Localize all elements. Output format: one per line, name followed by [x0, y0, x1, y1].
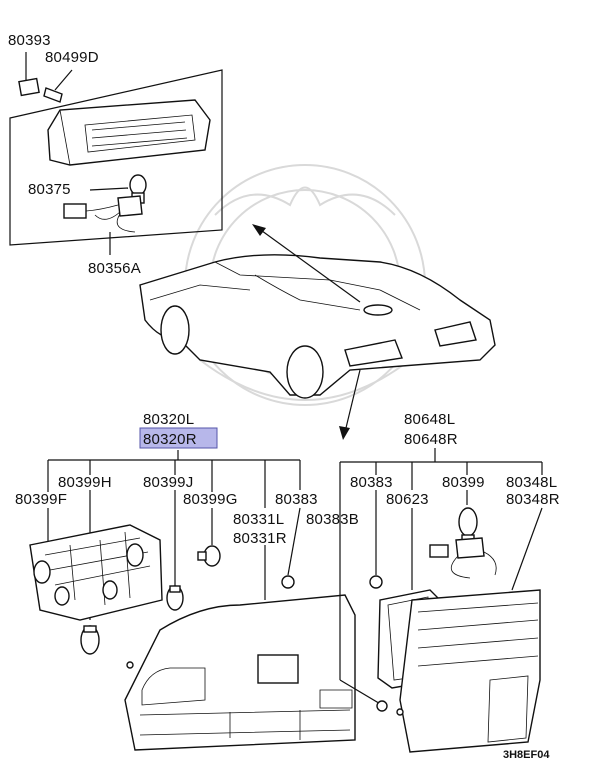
label-80356a: 80356A	[88, 260, 141, 277]
label-80331r: 80331R	[233, 530, 287, 547]
car-body	[139, 254, 496, 399]
label-80399g: 80399G	[183, 491, 238, 508]
label-80348l: 80348L	[506, 474, 557, 491]
label-80399f: 80399F	[15, 491, 67, 508]
left-bulbs	[80, 545, 295, 655]
stop-lamp-inset	[9, 52, 223, 255]
label-80383b: 80383B	[306, 511, 359, 528]
label-80399h: 80399H	[58, 474, 112, 491]
label-80375: 80375	[28, 181, 71, 198]
left-lamp-socket-board	[29, 524, 163, 621]
label-80331l: 80331L	[233, 511, 284, 528]
right-assembly-leaders	[339, 448, 543, 706]
left-tail-lamp-lens	[124, 594, 356, 751]
pointer-arrows	[252, 224, 361, 440]
right-bulb-socket	[369, 507, 497, 589]
label-80320r[interactable]: 80320R	[143, 431, 197, 448]
label-80399j: 80399J	[143, 474, 193, 491]
label-80383-left: 80383	[275, 491, 318, 508]
label-80499d: 80499D	[45, 49, 99, 66]
highlight-80320r[interactable]	[139, 427, 218, 449]
label-80648l: 80648L	[404, 411, 455, 428]
right-tail-lamp-lens	[376, 589, 541, 753]
label-80348r: 80348R	[506, 491, 560, 508]
label-80320l: 80320L	[143, 411, 194, 428]
label-80648r: 80648R	[404, 431, 458, 448]
label-80383-right: 80383	[350, 474, 393, 491]
label-80393: 80393	[8, 32, 51, 49]
diagram-code: 3H8EF04	[503, 749, 550, 761]
label-80623: 80623	[386, 491, 429, 508]
label-80399-right: 80399	[442, 474, 485, 491]
